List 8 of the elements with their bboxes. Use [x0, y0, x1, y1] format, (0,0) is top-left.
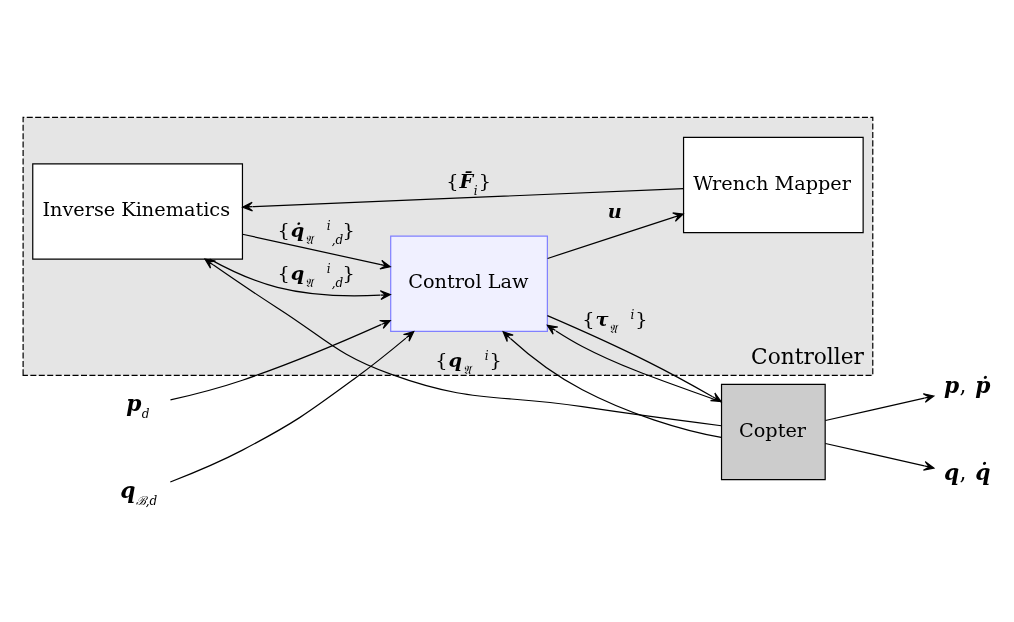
node-text: q, q̇ — [943, 459, 991, 485]
node-text: p$_{d}$ — [126, 390, 150, 421]
edge-label: {q$_{𝔄}$$^{i}$} — [435, 348, 502, 377]
edge-label: {F̄$_{i}$} — [446, 169, 491, 198]
edge-label: {τ$_{𝔄}$$^{i}$} — [582, 307, 648, 336]
node-text: q$_{ℬ,d}$ — [120, 477, 158, 508]
edge-label: u — [607, 199, 622, 223]
node-text: p, ṗ — [943, 372, 991, 398]
